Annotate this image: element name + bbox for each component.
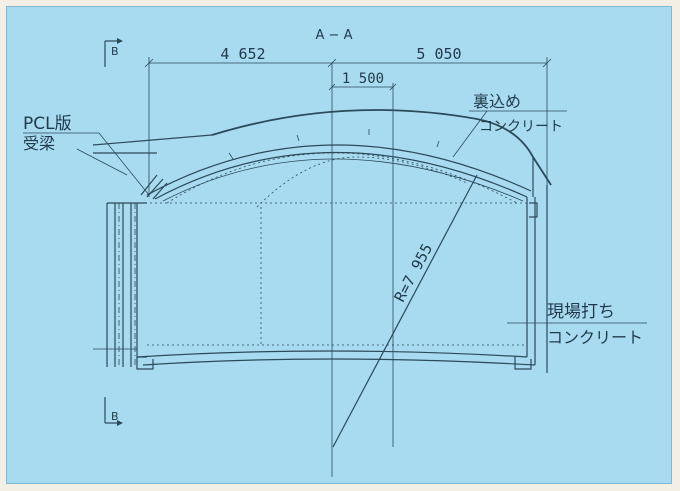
- dimension-left-span: 4 652: [220, 45, 265, 63]
- radius-line: [332, 174, 478, 448]
- label-cast-in-place-concrete: コンクリート: [547, 328, 643, 347]
- pcl-arch-outer: [146, 144, 532, 196]
- pcl-segment-joints: [228, 129, 440, 160]
- floor-top: [136, 350, 528, 358]
- section-marker-top-label: B: [111, 45, 119, 58]
- section-drawing: A − A B B 4 652 5 050 1 500 R=7 955: [23, 28, 647, 477]
- floor-bottom: [142, 358, 536, 366]
- pcl-arch-inner: [154, 151, 528, 200]
- inner-arch-dotted: [166, 152, 518, 204]
- section-marker-bottom-line: [104, 397, 117, 424]
- support-beam-top: [92, 134, 213, 146]
- drawing-frame: A − A B B 4 652 5 050 1 500 R=7 955: [6, 6, 672, 484]
- section-marker-bottom-arrow: [117, 420, 123, 426]
- label-pcl-slab: PCL版: [23, 114, 72, 134]
- pcl-arch-joint: [162, 158, 524, 202]
- dimension-right-span: 5 050: [416, 45, 461, 63]
- leader-pcl-slab: [23, 132, 150, 196]
- label-backfill: 裏込め: [473, 92, 521, 111]
- leader-backfill: [452, 110, 488, 158]
- inner-outline-dotted: [147, 207, 527, 346]
- left-wall-hidden: [118, 203, 136, 367]
- section-marker-bottom-label: B: [111, 410, 119, 423]
- label-backfill-concrete: コンクリート: [479, 119, 563, 135]
- section-marker-top-line: [104, 40, 117, 67]
- floor-haunches: [136, 357, 532, 370]
- inner-dome-dotted: [256, 156, 468, 208]
- section-marker-top-arrow: [117, 38, 123, 44]
- left-wall: [106, 203, 132, 367]
- left-bearing-hatch: [140, 174, 168, 200]
- right-bearing: [529, 202, 538, 218]
- label-cast-in-place: 現場打ち: [547, 302, 615, 322]
- leader-support-beam: [76, 148, 128, 176]
- left-wall-edges: [107, 202, 147, 358]
- section-title: A − A: [316, 28, 353, 43]
- arch-outer-line: [211, 109, 552, 186]
- label-support-beam: 受梁: [23, 134, 55, 153]
- dimension-extension-lines: [148, 57, 548, 197]
- dimension-center-span: 1 500: [342, 71, 384, 87]
- right-wall: [526, 157, 548, 373]
